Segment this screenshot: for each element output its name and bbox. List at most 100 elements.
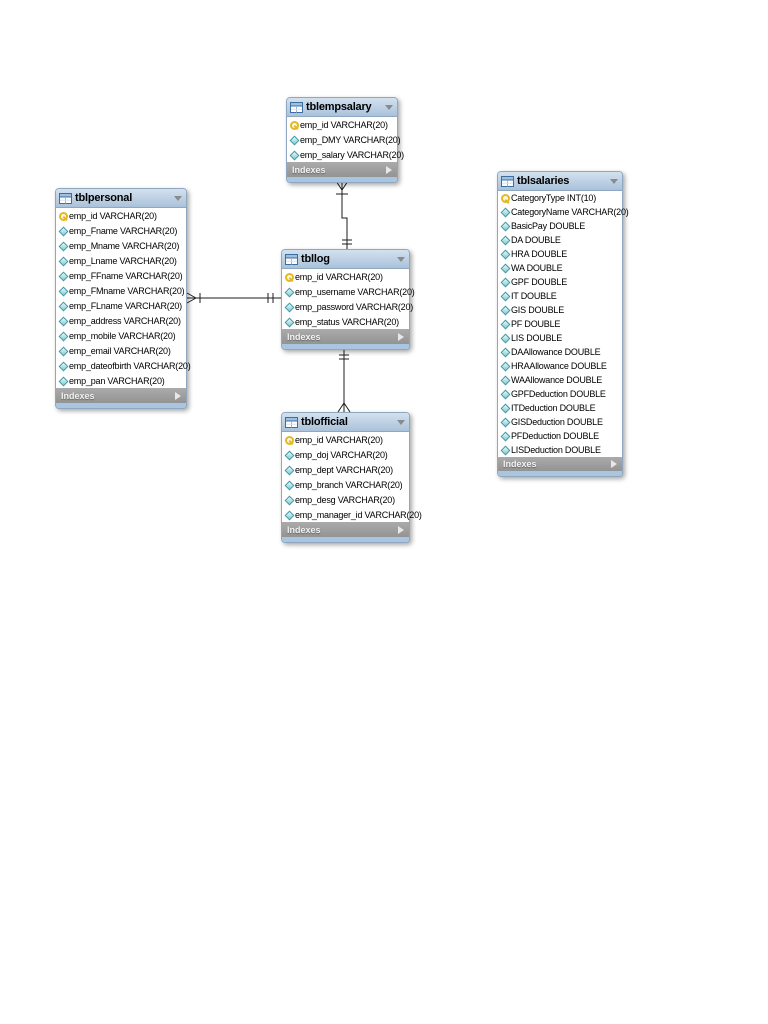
table-column[interactable]: emp_FLname VARCHAR(20) xyxy=(56,298,186,313)
expand-right-icon[interactable] xyxy=(398,525,404,534)
table-column[interactable]: emp_DMY VARCHAR(20) xyxy=(287,132,401,147)
column-diamond-icon xyxy=(58,316,69,326)
column-diamond-icon xyxy=(58,286,69,296)
table-column[interactable]: PFDeduction DOUBLE xyxy=(498,429,622,443)
indexes-bar[interactable]: Indexes xyxy=(282,329,409,344)
table-column[interactable]: DAAllowance DOUBLE xyxy=(498,345,622,359)
table-column[interactable]: GISDeduction DOUBLE xyxy=(498,415,622,429)
column-diamond-icon xyxy=(500,333,511,343)
chevron-down-icon[interactable] xyxy=(610,178,618,184)
table-column[interactable]: GIS DOUBLE xyxy=(498,303,622,317)
relationship-empsalary-log[interactable] xyxy=(335,180,352,249)
relationship-log-official[interactable] xyxy=(337,348,351,413)
chevron-down-icon[interactable] xyxy=(385,104,393,110)
table-column[interactable]: HRA DOUBLE xyxy=(498,247,622,261)
table-column[interactable]: LISDeduction DOUBLE xyxy=(498,443,622,457)
table-tblsalaries[interactable]: tblsalaries CategoryType INT(10) Categor… xyxy=(497,171,629,477)
table-column[interactable]: emp_doj VARCHAR(20) xyxy=(282,447,409,462)
table-name: tblpersonal xyxy=(75,192,133,204)
table-column[interactable]: emp_desg VARCHAR(20) xyxy=(282,492,409,507)
table-bottom-strip xyxy=(56,403,186,408)
table-column[interactable]: emp_status VARCHAR(20) xyxy=(282,314,409,329)
table-column[interactable]: CategoryType INT(10) xyxy=(498,191,622,205)
indexes-bar[interactable]: Indexes xyxy=(282,522,409,537)
table-column[interactable]: ITDeduction DOUBLE xyxy=(498,401,622,415)
expand-right-icon[interactable] xyxy=(611,460,617,468)
table-icon xyxy=(59,192,72,204)
column-diamond-icon xyxy=(500,347,511,357)
table-tbllog[interactable]: tbllog emp_id VARCHAR(20) emp_username V… xyxy=(281,249,415,350)
table-column[interactable]: emp_dateofbirth VARCHAR(20) xyxy=(56,358,191,373)
column-diamond-icon xyxy=(58,271,69,281)
column-diamond-icon xyxy=(500,361,511,371)
table-column[interactable]: PF DOUBLE xyxy=(498,317,622,331)
indexes-bar[interactable]: Indexes xyxy=(498,457,622,471)
table-column[interactable]: emp_salary VARCHAR(20) xyxy=(287,147,404,162)
expand-right-icon[interactable] xyxy=(398,332,404,341)
expand-right-icon[interactable] xyxy=(175,391,181,400)
table-header[interactable]: tblofficial xyxy=(282,413,409,432)
table-column[interactable]: GPFDeduction DOUBLE xyxy=(498,387,622,401)
column-diamond-icon xyxy=(58,241,69,251)
table-header[interactable]: tblempsalary xyxy=(287,98,397,117)
column-diamond-icon xyxy=(500,389,511,399)
table-column[interactable]: emp_Fname VARCHAR(20) xyxy=(56,223,186,238)
table-column[interactable]: emp_id VARCHAR(20) xyxy=(282,432,409,447)
indexes-label: Indexes xyxy=(503,459,537,469)
table-tblpersonal[interactable]: tblpersonal emp_id VARCHAR(20) emp_Fname… xyxy=(55,188,191,409)
table-bottom-strip xyxy=(498,471,622,476)
chevron-down-icon[interactable] xyxy=(397,256,405,262)
table-column[interactable]: emp_password VARCHAR(20) xyxy=(282,299,413,314)
column-diamond-icon xyxy=(500,291,511,301)
column-diamond-icon xyxy=(289,150,300,160)
table-column[interactable]: WAAllowance DOUBLE xyxy=(498,373,622,387)
table-header[interactable]: tbllog xyxy=(282,250,409,269)
relationship-personal-log[interactable] xyxy=(186,292,281,304)
table-name: tblsalaries xyxy=(517,175,570,187)
table-column[interactable]: emp_branch VARCHAR(20) xyxy=(282,477,409,492)
table-column[interactable]: emp_id VARCHAR(20) xyxy=(287,117,397,132)
column-diamond-icon xyxy=(500,249,511,259)
column-diamond-icon xyxy=(58,346,69,356)
table-column[interactable]: emp_username VARCHAR(20) xyxy=(282,284,415,299)
table-column[interactable]: GPF DOUBLE xyxy=(498,275,622,289)
table-column[interactable]: LIS DOUBLE xyxy=(498,331,622,345)
column-diamond-icon xyxy=(58,256,69,266)
table-icon xyxy=(290,101,303,113)
chevron-down-icon[interactable] xyxy=(174,195,182,201)
indexes-bar[interactable]: Indexes xyxy=(287,162,397,177)
table-column[interactable]: emp_mobile VARCHAR(20) xyxy=(56,328,186,343)
table-tblofficial[interactable]: tblofficial emp_id VARCHAR(20) emp_doj V… xyxy=(281,412,422,543)
indexes-label: Indexes xyxy=(292,164,326,175)
table-column[interactable]: emp_Lname VARCHAR(20) xyxy=(56,253,186,268)
table-column[interactable]: emp_FFname VARCHAR(20) xyxy=(56,268,186,283)
table-column[interactable]: emp_address VARCHAR(20) xyxy=(56,313,186,328)
table-column[interactable]: emp_id VARCHAR(20) xyxy=(282,269,409,284)
table-column[interactable]: emp_FMname VARCHAR(20) xyxy=(56,283,186,298)
table-column[interactable]: emp_pan VARCHAR(20) xyxy=(56,373,186,388)
table-column[interactable]: IT DOUBLE xyxy=(498,289,622,303)
table-tblempsalary[interactable]: tblempsalary emp_id VARCHAR(20) emp_DMY … xyxy=(286,97,404,183)
table-column[interactable]: emp_id VARCHAR(20) xyxy=(56,208,186,223)
table-column[interactable]: emp_email VARCHAR(20) xyxy=(56,343,186,358)
table-column[interactable]: HRAAllowance DOUBLE xyxy=(498,359,622,373)
table-column[interactable]: emp_Mname VARCHAR(20) xyxy=(56,238,186,253)
table-column[interactable]: DA DOUBLE xyxy=(498,233,622,247)
table-column[interactable]: BasicPay DOUBLE xyxy=(498,219,622,233)
table-column[interactable]: CategoryName VARCHAR(20) xyxy=(498,205,629,219)
table-column[interactable]: emp_dept VARCHAR(20) xyxy=(282,462,409,477)
table-name: tblempsalary xyxy=(306,101,372,113)
table-column[interactable]: emp_manager_id VARCHAR(20) xyxy=(282,507,422,522)
expand-right-icon[interactable] xyxy=(386,165,392,174)
column-diamond-icon xyxy=(58,376,69,386)
table-header[interactable]: tblsalaries xyxy=(498,172,622,191)
table-column[interactable]: WA DOUBLE xyxy=(498,261,622,275)
column-diamond-icon xyxy=(284,465,295,475)
chevron-down-icon[interactable] xyxy=(397,419,405,425)
indexes-bar[interactable]: Indexes xyxy=(56,388,186,403)
table-icon xyxy=(501,175,514,187)
table-header[interactable]: tblpersonal xyxy=(56,189,186,208)
column-diamond-icon xyxy=(284,450,295,460)
column-diamond-icon xyxy=(500,235,511,245)
